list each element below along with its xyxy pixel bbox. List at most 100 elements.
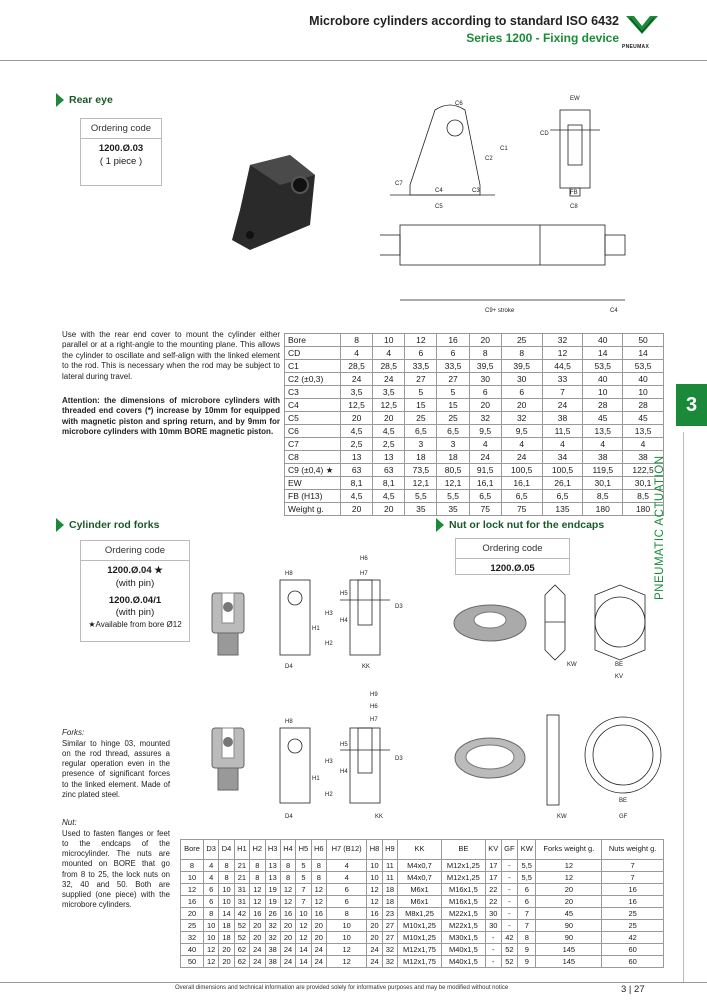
ordering-code-header: Ordering code bbox=[456, 539, 569, 559]
dim-label-h6: H6 bbox=[360, 556, 368, 562]
spec-cell: 6,5 bbox=[468, 489, 502, 503]
spec-cell: 24 bbox=[468, 450, 502, 464]
table-cell: - bbox=[500, 907, 519, 920]
footer-note: Overall dimensions and technical informa… bbox=[175, 985, 509, 991]
spec-cell: 20 bbox=[339, 502, 374, 516]
nut-code: 1200.Ø.05 bbox=[490, 563, 535, 574]
table-cell: 8 bbox=[218, 859, 235, 872]
table-cell: 12 bbox=[180, 883, 204, 896]
table-header-cell: H5 bbox=[295, 839, 312, 860]
ordering-code-header: Ordering code bbox=[81, 119, 161, 139]
footer-divider bbox=[0, 982, 707, 983]
table-cell: 8 bbox=[249, 859, 266, 872]
table-cell: 8 bbox=[180, 859, 204, 872]
spec-cell: 75 bbox=[468, 502, 502, 516]
table-cell: 32 bbox=[381, 943, 399, 956]
spec-cell: 33 bbox=[541, 372, 584, 386]
table-cell: 22 bbox=[484, 895, 502, 908]
table-cell: 27 bbox=[381, 919, 399, 932]
table-cell: 20 bbox=[310, 931, 328, 944]
spec-row-label: CD bbox=[284, 346, 341, 360]
spec-cell: 39,5 bbox=[500, 359, 543, 373]
rod-fork-drawing-2: H9 H6 H8 H7 H5 H3 H4 D3 H1 H2 D4 KK bbox=[279, 692, 403, 820]
rear-eye-photo bbox=[232, 155, 315, 250]
table-cell: - bbox=[484, 955, 502, 968]
spec-cell: 12,1 bbox=[436, 476, 470, 490]
spec-cell: 40 bbox=[582, 333, 624, 347]
spec-cell: 32 bbox=[468, 411, 502, 425]
spec-cell: 11,5 bbox=[541, 424, 584, 438]
table-cell: 60 bbox=[601, 955, 664, 968]
table-cell: - bbox=[484, 943, 502, 956]
header-divider bbox=[0, 60, 707, 61]
spec-cell: 27 bbox=[404, 372, 438, 386]
table-cell: 25 bbox=[601, 919, 664, 932]
table-cell: - bbox=[484, 931, 502, 944]
spec-cell: 4,5 bbox=[372, 424, 406, 438]
table-cell: M30x1,5 bbox=[440, 931, 486, 944]
table-cell: 20 bbox=[218, 955, 235, 968]
table-cell: 12 bbox=[535, 859, 603, 872]
table-cell: 30 bbox=[484, 919, 502, 932]
spec-cell: 75 bbox=[500, 502, 543, 516]
dim-label-h9: H9 bbox=[370, 692, 378, 698]
spec-cell: 13 bbox=[372, 450, 406, 464]
spec-cell: 15 bbox=[436, 398, 470, 412]
table-header-cell: H7 (B12) bbox=[325, 839, 368, 860]
table-cell: 30 bbox=[484, 907, 502, 920]
nut-note-title: Nut: bbox=[62, 818, 77, 827]
spec-cell: 16,1 bbox=[500, 476, 543, 490]
table-cell: 8 bbox=[310, 871, 328, 884]
spec-cell: 26,1 bbox=[541, 476, 584, 490]
spec-cell: 53,5 bbox=[582, 359, 624, 373]
table-cell: - bbox=[500, 859, 519, 872]
table-cell: 17 bbox=[484, 859, 502, 872]
spec-cell: 10 bbox=[372, 333, 406, 347]
page-subtitle: Series 1200 - Fixing device bbox=[466, 31, 619, 45]
spec-cell: 28,5 bbox=[339, 359, 374, 373]
spec-cell: 20 bbox=[372, 502, 406, 516]
table-cell: 6 bbox=[517, 895, 537, 908]
spec-cell: 16,1 bbox=[468, 476, 502, 490]
table-cell: M6x1 bbox=[397, 895, 442, 908]
table-cell: 7 bbox=[295, 883, 312, 896]
table-cell: 6 bbox=[202, 883, 220, 896]
table-cell: 12 bbox=[202, 943, 220, 956]
table-cell: 24 bbox=[366, 955, 383, 968]
table-cell: 24 bbox=[279, 955, 297, 968]
nut-drawing-2: KW BE GF bbox=[546, 714, 662, 820]
table-cell: 18 bbox=[218, 919, 235, 932]
dim-label-h7: H7 bbox=[370, 717, 378, 723]
table-cell: M10x1,25 bbox=[397, 931, 442, 944]
table-cell: 12 bbox=[325, 955, 368, 968]
dim-label-h2: H2 bbox=[325, 641, 333, 647]
spec-cell: 35 bbox=[404, 502, 438, 516]
ordering-code-header: Ordering code bbox=[81, 541, 189, 561]
spec-cell: 28 bbox=[582, 398, 624, 412]
table-cell: 11 bbox=[381, 859, 399, 872]
table-cell: 25 bbox=[180, 919, 204, 932]
table-cell: 12 bbox=[310, 883, 328, 896]
spec-cell: 50 bbox=[622, 333, 664, 347]
table-cell: 20 bbox=[218, 943, 235, 956]
table-header-cell: H1 bbox=[233, 839, 251, 860]
spec-cell: 8 bbox=[468, 346, 502, 360]
spec-cell: 4 bbox=[468, 437, 502, 451]
table-cell: 8 bbox=[517, 931, 537, 944]
table-cell: M12x1,25 bbox=[440, 871, 486, 884]
table-cell: 18 bbox=[381, 883, 399, 896]
table-cell: 17 bbox=[484, 871, 502, 884]
spec-cell: 3 bbox=[404, 437, 438, 451]
spec-cell: 44,5 bbox=[541, 359, 584, 373]
rod-fork-code-2-sub: (with pin) bbox=[115, 607, 155, 619]
spec-cell: 5 bbox=[436, 385, 470, 399]
spec-cell: 30 bbox=[468, 372, 502, 386]
spec-cell: 32 bbox=[500, 411, 543, 425]
table-cell: M22x1,5 bbox=[440, 907, 486, 920]
table-cell: 42 bbox=[233, 907, 251, 920]
